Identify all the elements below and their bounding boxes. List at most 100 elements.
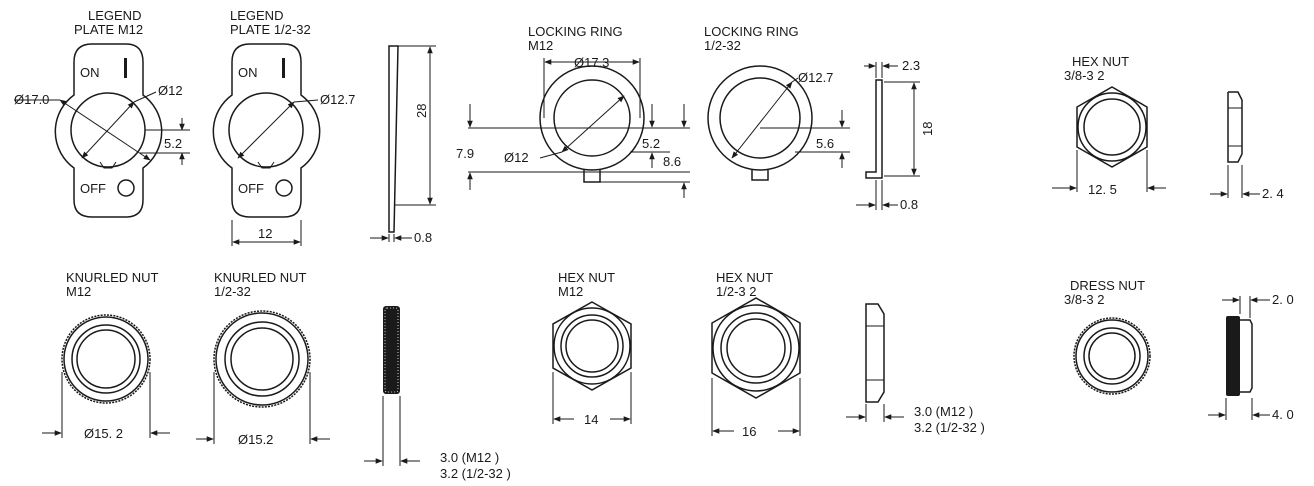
knurl-m12-title-2: M12 bbox=[66, 284, 91, 299]
ring-m12-dim-c: 8.6 bbox=[663, 154, 681, 169]
hex-m12-mid-circle bbox=[560, 314, 624, 378]
knurl-m12-outer-circle bbox=[63, 316, 149, 402]
dress-mid-circle bbox=[1083, 327, 1141, 385]
ring-12-title-1: LOCKING RING bbox=[704, 24, 799, 39]
legend-12-width: 12 bbox=[258, 226, 272, 241]
knurl-12-title-2: 1/2-32 bbox=[214, 284, 251, 299]
hex-12-hex-outline bbox=[711, 297, 801, 399]
hex-m12-inner-circle bbox=[565, 319, 619, 373]
ring-m12-dim-a: 7.9 bbox=[456, 146, 474, 161]
legend-m12-key-notch bbox=[99, 161, 117, 169]
knurled-nut-m12: KNURLED NUT M12 Ø15. 2 bbox=[42, 270, 170, 441]
hex-12-outer-circle bbox=[712, 304, 800, 392]
hex-12-inner-circle bbox=[726, 318, 786, 378]
ring-m12-outer-circle bbox=[539, 65, 645, 171]
ring-12-tab bbox=[751, 170, 769, 181]
knurl-12-outer-circle bbox=[215, 312, 309, 406]
legend-plate-1-2-32: LEGEND PLATE 1/2-32 ON OFF Ø12.7 12 bbox=[212, 8, 355, 246]
dress-inner-circle bbox=[1088, 332, 1136, 380]
knurled-nut-1-2-32: KNURLED NUT 1/2-32 Ø15.2 bbox=[196, 270, 330, 447]
ring-side-top: 2.3 bbox=[902, 58, 920, 73]
hex-nut-3-8-32: HEX NUT 3/8-3 2 12. 5 2. 4 bbox=[1052, 54, 1284, 201]
hex38-width: 12. 5 bbox=[1088, 182, 1117, 197]
hex-side-thick-2: 3.2 (1/2-32 ) bbox=[914, 420, 985, 435]
hex-12-title-1: HEX NUT bbox=[716, 270, 773, 285]
hex38-title-2: 3/8-3 2 bbox=[1064, 68, 1104, 83]
hex38-thickness: 2. 4 bbox=[1262, 186, 1284, 201]
dress-knurl-edge bbox=[1073, 317, 1151, 395]
ring-12-dim-b: 5.6 bbox=[816, 136, 834, 151]
knurl-m12-title-1: KNURLED NUT bbox=[66, 270, 159, 285]
ring-12-title-2: 1/2-32 bbox=[704, 38, 741, 53]
hex-m12-title-2: M12 bbox=[558, 284, 583, 299]
ring-side-thickness: 0.8 bbox=[900, 197, 918, 212]
hex-m12-width: 14 bbox=[584, 412, 598, 427]
dress-title-2: 3/8-3 2 bbox=[1064, 292, 1104, 307]
hex-m12-title-1: HEX NUT bbox=[558, 270, 615, 285]
legend-plate-side-view: 28 0.8 bbox=[370, 45, 436, 245]
legend-12-off-mark bbox=[275, 179, 293, 197]
legend-plate-m12: LEGEND PLATE M12 ON OFF Ø17.0 Ø12 5.2 bbox=[14, 8, 190, 218]
legend-m12-on-mark bbox=[124, 58, 127, 78]
dress-outer-circle bbox=[1075, 319, 1149, 393]
knurl-12-knurl-edge bbox=[213, 310, 311, 408]
dress-side-knurl bbox=[1226, 316, 1240, 396]
knurl-side-thick-2: 3.2 (1/2-32 ) bbox=[440, 466, 511, 481]
ring-m12-outer-dia: Ø17.3 bbox=[574, 55, 609, 70]
legend-m12-inner-dia: Ø12 bbox=[158, 83, 183, 98]
hex-m12-hex-outline bbox=[552, 301, 632, 391]
hex38-outer-circle bbox=[1077, 92, 1147, 162]
legend-m12-title-2: PLATE M12 bbox=[74, 22, 143, 37]
dress-nut-3-8-32: DRESS NUT 3/8-3 2 2. 0 4. 0 bbox=[1064, 278, 1294, 422]
dress-top: 2. 0 bbox=[1272, 292, 1294, 307]
legend-12-off: OFF bbox=[238, 181, 264, 196]
plate-side-height: 28 bbox=[414, 104, 429, 118]
legend-12-on: ON bbox=[238, 65, 258, 80]
hex38-side-profile bbox=[1227, 91, 1243, 163]
hex-side-profile bbox=[865, 303, 885, 403]
hex38-title-1: HEX NUT bbox=[1072, 54, 1129, 69]
hex-m12-outer-circle bbox=[553, 307, 631, 385]
ring-m12-title-2: M12 bbox=[528, 38, 553, 53]
legend-m12-title-1: LEGEND bbox=[88, 8, 141, 23]
legend-m12-outer-dia: Ø17.0 bbox=[14, 92, 49, 107]
legend-m12-dim-h: 5.2 bbox=[164, 136, 182, 151]
knurl-m12-inner-circle bbox=[76, 329, 136, 389]
hex-12-width: 16 bbox=[742, 424, 756, 439]
ring-m12-tab bbox=[583, 170, 601, 183]
legend-12-plate-outline bbox=[212, 43, 321, 218]
hex38-hex-outline bbox=[1076, 86, 1148, 168]
plate-side-thickness: 0.8 bbox=[414, 230, 432, 245]
knurl-12-dia: Ø15.2 bbox=[238, 432, 273, 447]
legend-12-inner-dia: Ø12.7 bbox=[320, 92, 355, 107]
hex-nut-1-2-32: HEX NUT 1/2-3 2 16 bbox=[711, 270, 801, 439]
knurl-m12-dia: Ø15. 2 bbox=[84, 426, 123, 441]
legend-12-key-notch bbox=[257, 161, 275, 169]
ring-m12-dim-b: 5.2 bbox=[642, 136, 660, 151]
knurl-side-thick-1: 3.0 (M12 ) bbox=[440, 450, 499, 465]
locking-ring-side-view: 2.3 18 0.8 bbox=[856, 58, 935, 212]
locking-ring-m12: LOCKING RING M12 Ø17.3 Ø12 7.9 5.2 8.6 bbox=[456, 24, 690, 198]
legend-m12-on: ON bbox=[80, 65, 100, 80]
legend-12-title-1: LEGEND bbox=[230, 8, 283, 23]
legend-12-title-2: PLATE 1/2-32 bbox=[230, 22, 311, 37]
ring-12-outer-circle bbox=[707, 65, 813, 171]
knurl-side-profile bbox=[383, 306, 400, 394]
knurled-nut-side-view: 3.0 (M12 ) 3.2 (1/2-32 ) bbox=[364, 306, 511, 481]
dress-bottom: 4. 0 bbox=[1272, 407, 1294, 422]
legend-12-on-mark bbox=[282, 58, 285, 78]
ring-12-inner-circle bbox=[719, 77, 801, 159]
dress-title-1: DRESS NUT bbox=[1070, 278, 1145, 293]
legend-m12-off-mark bbox=[117, 179, 135, 197]
hex-nut-m12: HEX NUT M12 14 bbox=[552, 270, 632, 427]
ring-side-profile bbox=[865, 79, 883, 179]
ring-m12-title-1: LOCKING RING bbox=[528, 24, 623, 39]
knurl-m12-knurl-edge bbox=[61, 314, 151, 404]
knurl-m12-mid-circle bbox=[71, 324, 141, 394]
hex-side-thick-1: 3.0 (M12 ) bbox=[914, 404, 973, 419]
ring-m12-inner-dia: Ø12 bbox=[504, 150, 529, 165]
knurl-12-mid-circle bbox=[224, 321, 300, 397]
knurl-12-title-1: KNURLED NUT bbox=[214, 270, 307, 285]
hex-nut-side-view: 3.0 (M12 ) 3.2 (1/2-32 ) bbox=[846, 303, 985, 435]
dress-side-collar bbox=[1240, 319, 1253, 393]
